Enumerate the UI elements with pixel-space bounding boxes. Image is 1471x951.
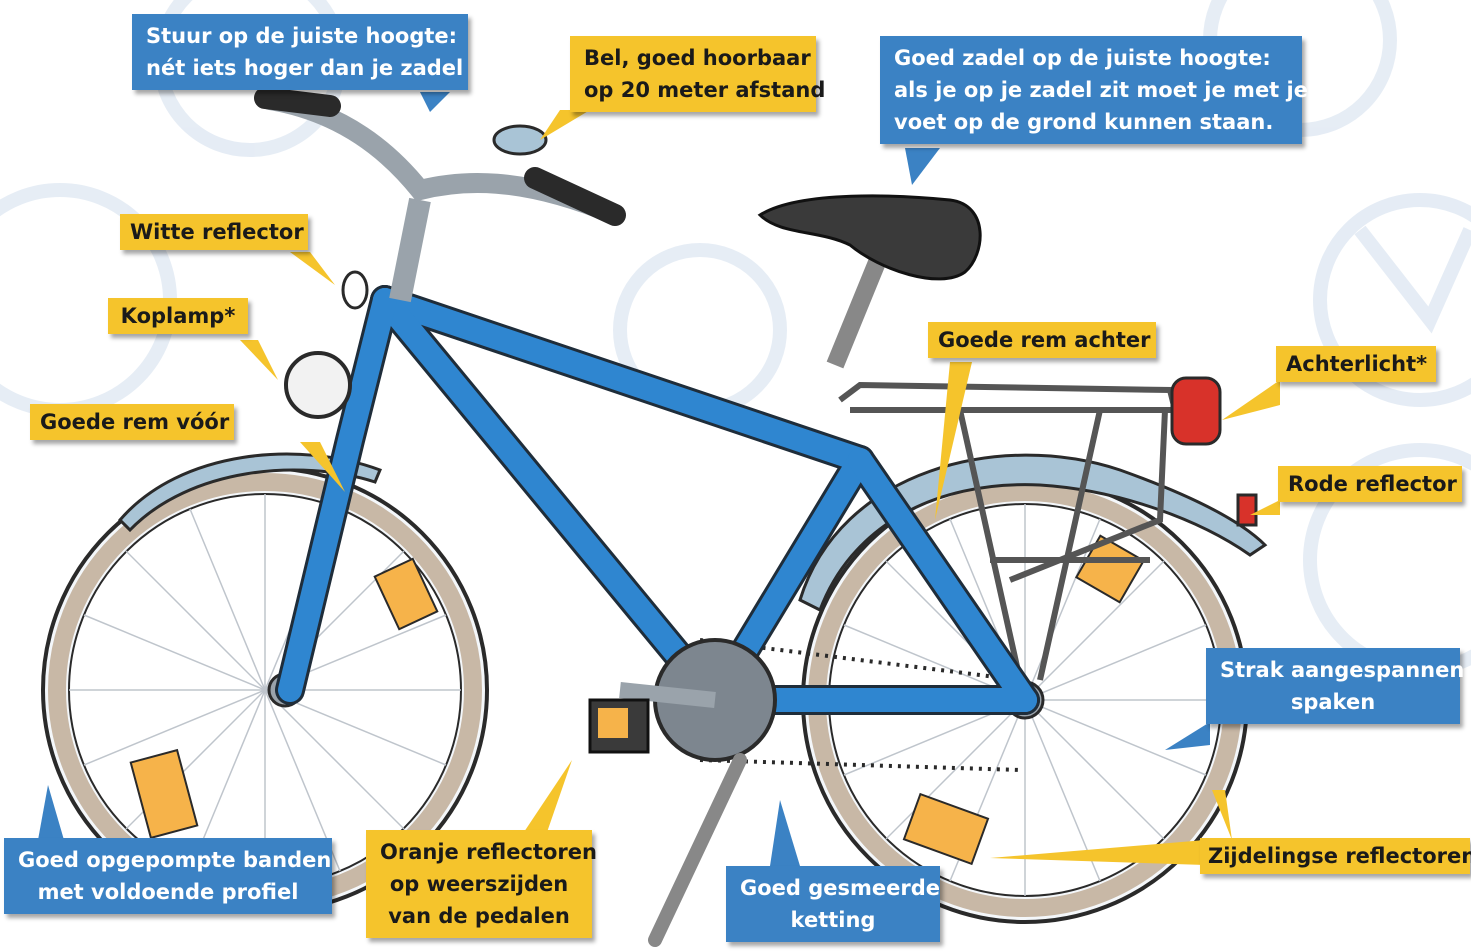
callout-red-reflector: Rode reflector: [1278, 466, 1462, 502]
callout-side-reflectors: Zijdelingse reflectoren: [1200, 838, 1470, 874]
spokes-label-line2: spaken: [1220, 686, 1446, 718]
rear-light: [1172, 378, 1220, 444]
red-reflector-label: Rode reflector: [1288, 468, 1452, 500]
callout-bell: Bel, goed hoorbaar op 20 meter afstand: [570, 36, 816, 112]
white-reflector: [343, 272, 367, 308]
chain-label-line1: Goed gesmeerde: [740, 872, 926, 904]
chain-label-line2: ketting: [740, 904, 926, 936]
callout-headlamp: Koplamp*: [108, 298, 248, 334]
callout-rear-brake: Goede rem achter: [928, 322, 1156, 358]
red-reflector: [1238, 495, 1256, 525]
callout-chain: Goed gesmeerde ketting: [726, 866, 940, 942]
saddle-label-line1: Goed zadel op de juiste hoogte:: [894, 42, 1288, 74]
saddle-label-line3: voet op de grond kunnen staan.: [894, 106, 1288, 138]
bell-label-line2: op 20 meter afstand: [584, 74, 802, 106]
bell: [494, 126, 546, 154]
callout-white-reflector: Witte reflector: [120, 214, 308, 250]
headlamp-label: Koplamp*: [118, 300, 238, 332]
callout-front-brake: Goede rem vóór: [30, 404, 234, 440]
front-brake-label: Goede rem vóór: [40, 406, 224, 438]
callout-saddle: Goed zadel op de juiste hoogte: als je o…: [880, 36, 1302, 144]
handlebar-label-line1: Stuur op de juiste hoogte:: [146, 20, 454, 52]
rear-light-label: Achterlicht*: [1286, 348, 1426, 380]
callout-rear-light: Achterlicht*: [1276, 346, 1436, 382]
spokes-label-line1: Strak aangespannen: [1220, 654, 1446, 686]
side-reflectors-label: Zijdelingse reflectoren: [1208, 840, 1462, 872]
pedal-reflector: [598, 708, 628, 738]
seatpost: [835, 255, 880, 365]
tyres-label-line1: Goed opgepompte banden: [18, 844, 318, 876]
left-grip: [265, 98, 330, 106]
headlamp: [286, 353, 350, 417]
bell-label-line1: Bel, goed hoorbaar: [584, 42, 802, 74]
handlebar-label-line2: nét iets hoger dan je zadel: [146, 52, 454, 84]
callout-pedal-reflectors: Oranje reflectoren op weerszijden van de…: [366, 830, 592, 938]
callout-spokes: Strak aangespannen spaken: [1206, 648, 1460, 724]
pedal-reflectors-label-line3: van de pedalen: [380, 900, 578, 932]
pedal-reflectors-label-line2: op weerszijden: [380, 868, 578, 900]
callout-tyres: Goed opgepompte banden met voldoende pro…: [4, 838, 332, 914]
pedal-reflectors-label-line1: Oranje reflectoren: [380, 836, 578, 868]
stem: [400, 200, 420, 300]
tyres-label-line2: met voldoende profiel: [18, 876, 318, 908]
callout-handlebar-height: Stuur op de juiste hoogte: nét iets hoge…: [132, 14, 468, 90]
rear-brake-label: Goede rem achter: [938, 324, 1146, 356]
saddle-label-line2: als je op je zadel zit moet je met je: [894, 74, 1288, 106]
white-reflector-label: Witte reflector: [130, 216, 298, 248]
